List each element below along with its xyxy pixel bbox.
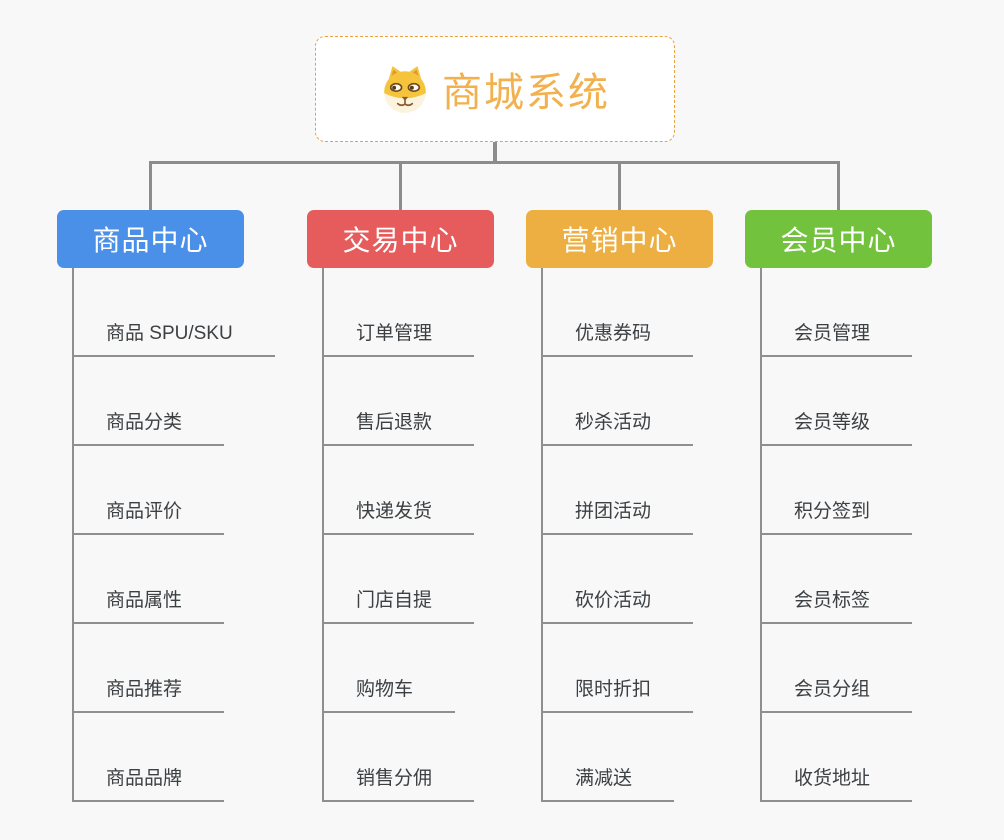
child-node[interactable]: 会员管理 <box>760 320 913 357</box>
child-node[interactable]: 商品品牌 <box>72 765 225 802</box>
child-node[interactable]: 积分签到 <box>760 498 913 535</box>
child-node[interactable]: 满减送 <box>541 765 675 802</box>
child-node[interactable]: 商品属性 <box>72 587 225 624</box>
child-node[interactable]: 商品 SPU/SKU <box>72 320 275 357</box>
child-node[interactable]: 商品分类 <box>72 409 225 446</box>
child-node[interactable]: 限时折扣 <box>541 676 694 713</box>
connector-drop <box>399 161 402 210</box>
child-connector-rail <box>72 268 74 802</box>
child-node[interactable]: 会员等级 <box>760 409 913 446</box>
connector-drop <box>618 161 621 210</box>
root-node[interactable]: 商城系统 <box>315 36 675 142</box>
connector-drop <box>149 161 152 210</box>
child-node[interactable]: 购物车 <box>322 676 456 713</box>
child-node[interactable]: 商品推荐 <box>72 676 225 713</box>
child-node[interactable]: 会员分组 <box>760 676 913 713</box>
child-node[interactable]: 砍价活动 <box>541 587 694 624</box>
connector-drop <box>837 161 840 210</box>
child-node[interactable]: 优惠券码 <box>541 320 694 357</box>
branch-node[interactable]: 交易中心 <box>307 210 494 268</box>
child-connector-rail <box>760 268 762 802</box>
child-connector-rail <box>541 268 543 802</box>
child-node[interactable]: 收货地址 <box>760 765 913 802</box>
root-title: 商城系统 <box>442 71 610 115</box>
branch-node[interactable]: 会员中心 <box>745 210 932 268</box>
child-connector-rail <box>322 268 324 802</box>
dog-icon <box>384 66 426 113</box>
child-node[interactable]: 销售分佣 <box>322 765 475 802</box>
child-node[interactable]: 会员标签 <box>760 587 913 624</box>
child-node[interactable]: 订单管理 <box>322 320 475 357</box>
child-node[interactable]: 秒杀活动 <box>541 409 694 446</box>
branch-node[interactable]: 营销中心 <box>526 210 713 268</box>
child-node[interactable]: 售后退款 <box>322 409 475 446</box>
child-node[interactable]: 门店自提 <box>322 587 475 624</box>
child-node[interactable]: 快递发货 <box>322 498 475 535</box>
child-node[interactable]: 拼团活动 <box>541 498 694 535</box>
connector-root-stem <box>493 142 497 161</box>
branch-node[interactable]: 商品中心 <box>57 210 244 268</box>
child-node[interactable]: 商品评价 <box>72 498 225 535</box>
connector-horizontal <box>149 161 840 164</box>
